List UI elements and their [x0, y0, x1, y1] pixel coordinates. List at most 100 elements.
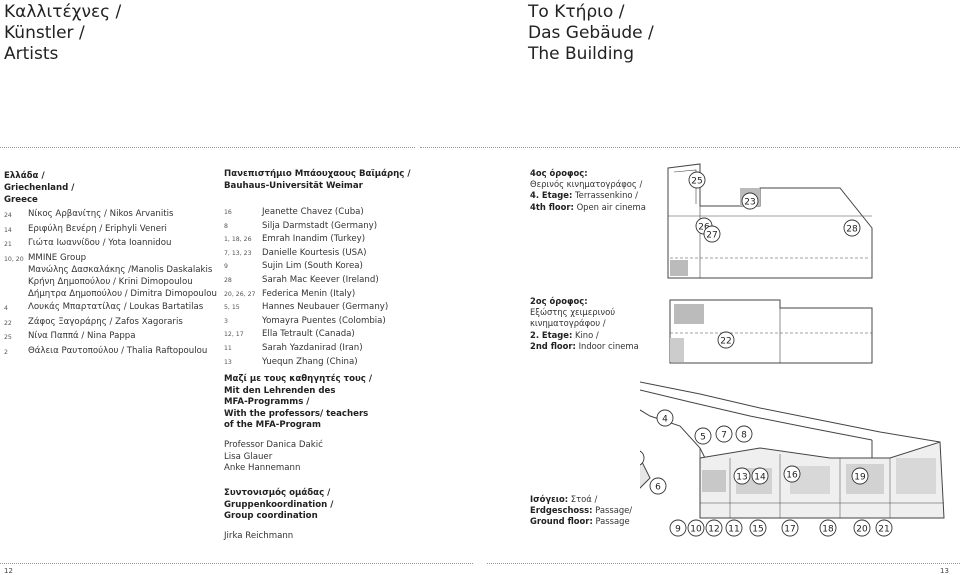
artist-name: MMINE Group	[28, 252, 87, 263]
footer-line-left	[0, 563, 473, 564]
plan-marker-circle	[705, 519, 723, 537]
artist-number: 4	[4, 305, 8, 313]
plan-marker-circle	[783, 465, 801, 483]
plan-marker: 12	[705, 519, 723, 537]
plan-marker-circle	[843, 219, 861, 237]
artist-name: Λουκάς Μπαρτατίλας / Loukas Bartatilas	[28, 302, 204, 313]
plan-marker-circle	[819, 519, 837, 537]
heading-line: Ελλάδα /	[4, 171, 45, 181]
artist-name: Emrah Inandim (Turkey)	[262, 234, 366, 245]
title-artists: Καλλιτέχνες /Künstler /Artists	[4, 2, 121, 65]
artist-row: Κρήνη Δημοπούλου / Krini Dimopoulou	[4, 277, 217, 289]
artist-name: Ella Tetrault (Canada)	[262, 329, 355, 340]
artist-name: Sarah Mac Keever (Ireland)	[262, 274, 379, 285]
professor-name: Anke Hannemann	[224, 463, 301, 474]
artist-name: Sarah Yazdanirad (Iran)	[262, 342, 363, 353]
plan-marker: 17	[781, 519, 799, 537]
plan-marker-label: 22	[720, 337, 731, 347]
floor-use: Open air cinema	[573, 201, 646, 212]
artist-name: Yuequn Zhang (China)	[262, 356, 358, 367]
plan-marker-label: 16	[786, 471, 798, 481]
floor-name: Ισόγειο:	[530, 494, 569, 504]
artist-name: Νίνα Παππά / Nina Pappa	[28, 331, 136, 342]
plan-marker-label: 19	[854, 473, 866, 483]
plan-2nd-floor	[669, 299, 873, 364]
plan-marker-label: 27	[706, 231, 717, 241]
floor-line: Ισόγειο: Στοά /	[530, 494, 632, 505]
greece-heading: Ελλάδα / Griechenland / Greece	[4, 170, 74, 206]
heading-line: Mit den Lehrenden des	[224, 385, 336, 396]
floor-name: 4. Etage:	[530, 190, 573, 201]
plan-marker: 5	[694, 427, 712, 445]
heading-line: Gruppenkoordination /	[224, 499, 334, 510]
plan-marker-circle	[781, 519, 799, 537]
artist-number: 12, 17	[224, 331, 244, 339]
plan-marker-label: 14	[754, 473, 766, 483]
plan-marker: 18	[819, 519, 837, 537]
plan-marker-circle	[687, 519, 705, 537]
plan-marker-label: 15	[752, 525, 763, 535]
plan-marker: 8	[735, 425, 753, 443]
floor-name: 4ος όροφος:	[530, 168, 588, 178]
floor-use: Θερινός κινηματογράφος /	[530, 179, 643, 190]
artist-name: Federica Menin (Italy)	[262, 288, 356, 299]
artist-number: 3	[224, 317, 228, 325]
artist-name: Κρήνη Δημοπούλου / Krini Dimopoulou	[28, 276, 193, 287]
heading-line: Συντονισμός ομάδας /	[224, 488, 331, 498]
title-line: Künstler /	[4, 23, 85, 43]
artist-name: Γιώτα Ιωαννίδου / Yota Ioannidou	[28, 238, 172, 249]
page-number-right: 13	[940, 567, 949, 575]
plan-marker-circle	[875, 519, 893, 537]
divider-left	[0, 147, 415, 148]
floor-use: Εξώστης χειμερινού	[530, 307, 616, 318]
plan-marker: 6	[649, 477, 667, 495]
artist-number: 21	[4, 241, 12, 249]
floor-use: Στοά /	[568, 494, 598, 504]
plan-marker: 28	[843, 219, 861, 237]
artist-number: 28	[224, 276, 232, 284]
plan-marker-circle	[656, 409, 674, 427]
plan-marker-circle	[725, 519, 743, 537]
plan-marker-circle	[751, 467, 769, 485]
heading-line: Greece	[4, 195, 38, 205]
plan-marker-label: 23	[744, 198, 755, 208]
artist-name: Danielle Kourtesis (USA)	[262, 247, 367, 258]
plan-marker-circle	[694, 427, 712, 445]
artist-number: 9	[224, 263, 228, 271]
plan-marker: 27	[703, 225, 721, 243]
plan-marker-circle	[853, 519, 871, 537]
title-line: The Building	[528, 44, 634, 64]
floor-use: κινηματογράφου /	[530, 318, 606, 329]
artist-number: 13	[224, 358, 232, 366]
plan-marker: 25	[688, 171, 706, 189]
plan-number-markers: 2523262728224578123131416196910121115171…	[640, 171, 893, 537]
floor-line: 4. Etage: Terrassenkino /	[530, 190, 646, 201]
plan-marker-circle	[749, 519, 767, 537]
floor-use: Passage	[592, 516, 630, 527]
plan-marker-circle	[735, 425, 753, 443]
artist-number	[4, 289, 28, 301]
plan-marker-label: 6	[655, 483, 661, 493]
floor-name: 2nd floor:	[530, 340, 576, 351]
floor-use: Indoor cinema	[575, 340, 639, 351]
plan-marker: 15	[749, 519, 767, 537]
artist-row: 13 Yuequn Zhang (China)	[224, 356, 388, 370]
floor-line: κινηματογράφου /	[530, 318, 639, 329]
artist-number: 10, 20	[4, 255, 24, 263]
heading-line: of the MFA-Program	[224, 420, 321, 431]
artist-name: Jeanette Chavez (Cuba)	[262, 207, 364, 217]
plan-marker: 14	[751, 467, 769, 485]
plan-marker-circle	[640, 450, 645, 466]
floor-name: 2ος όροφος:	[530, 296, 588, 306]
plan-marker: 16	[783, 465, 801, 483]
floor-label-4th: 4ος όροφος:Θερινός κινηματογράφος /4. Et…	[530, 168, 646, 213]
floor-name: Ground floor:	[530, 516, 593, 527]
